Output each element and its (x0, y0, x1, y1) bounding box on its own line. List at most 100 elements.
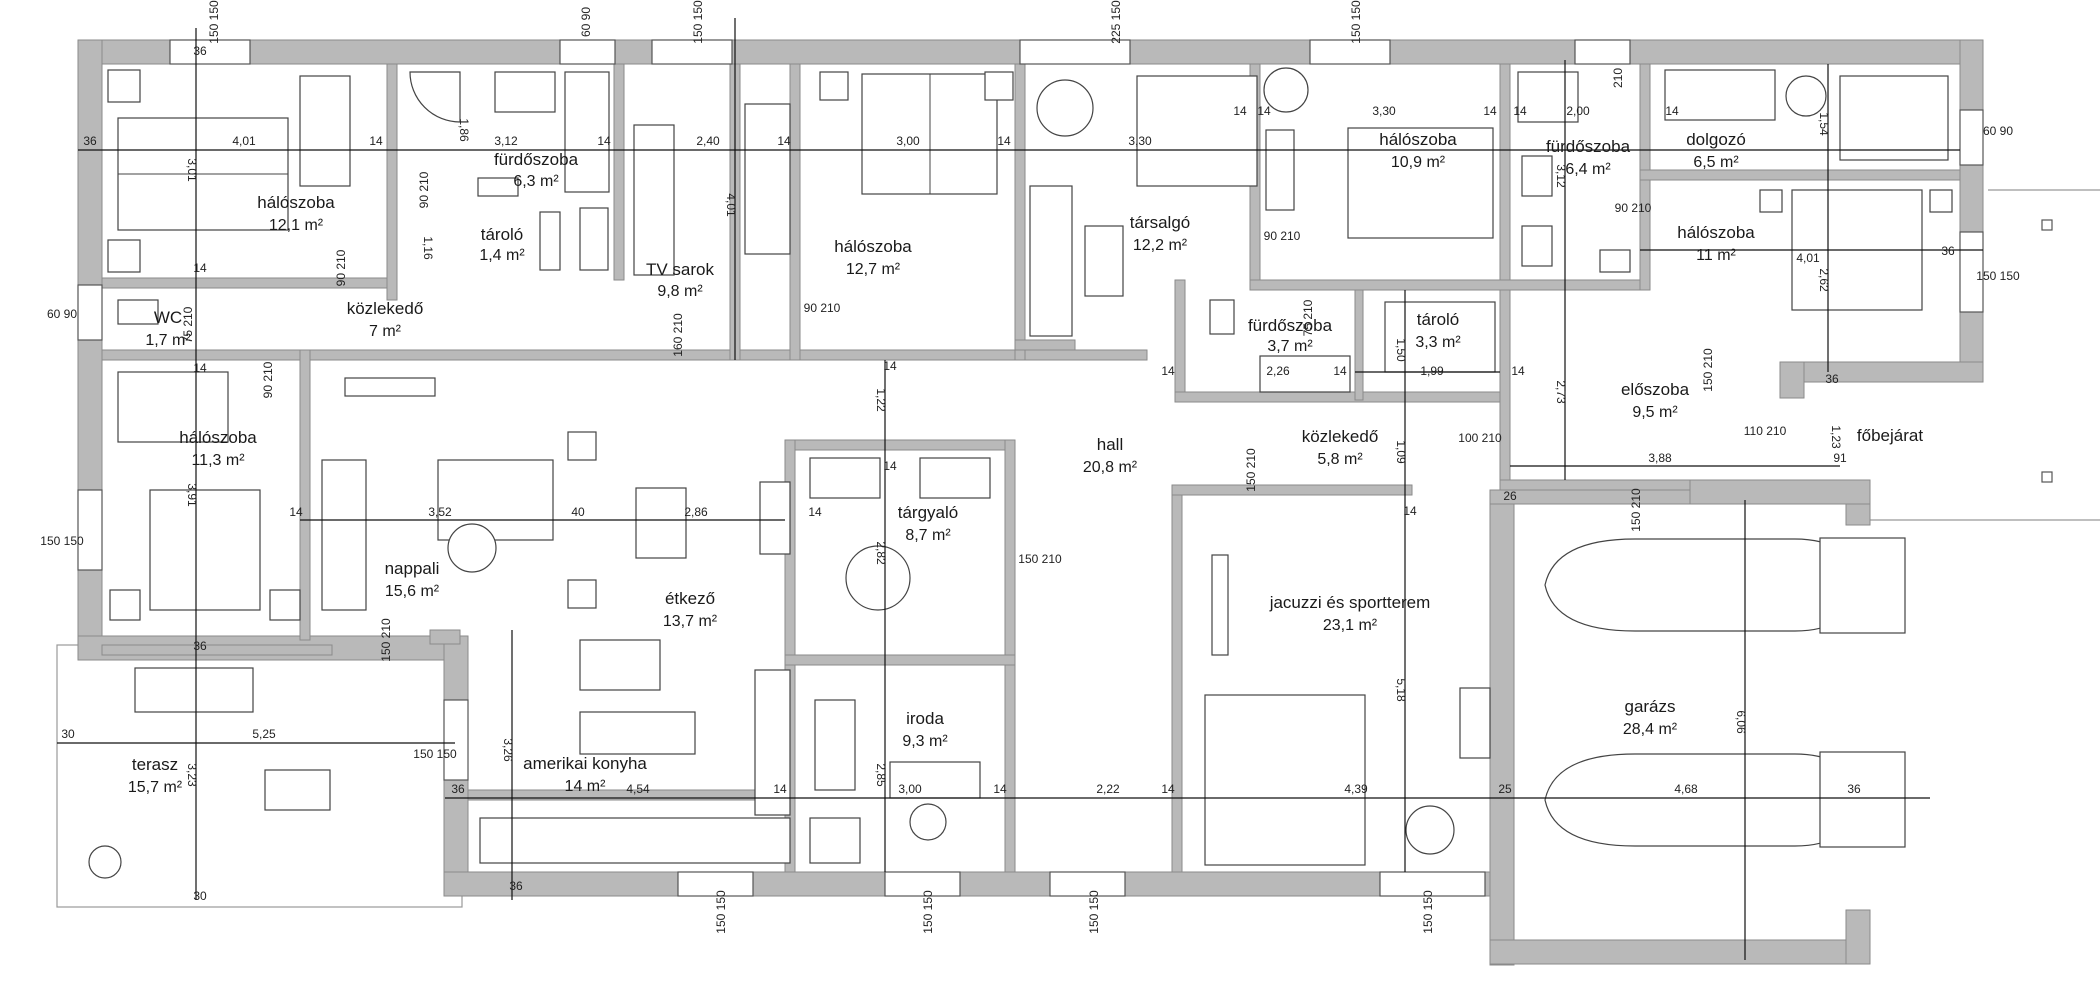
room-area: 1,7 m² (145, 332, 191, 349)
door-size: 210 (1611, 68, 1625, 88)
dimension-value: 2,26 (1266, 364, 1290, 378)
dimension-value: 3,30 (1128, 134, 1152, 148)
sink (1521, 155, 1553, 197)
dimension-value: 3,88 (1648, 451, 1672, 465)
toilet (1599, 249, 1631, 273)
door-size: 150 210 (1701, 348, 1715, 392)
door-size: 100 210 (1458, 431, 1502, 445)
nightstand (107, 239, 141, 273)
column (567, 579, 597, 609)
partition (784, 439, 1016, 451)
dimension-value: 1,22 (874, 388, 888, 412)
table (264, 769, 331, 811)
room-name: közlekedő (1302, 427, 1379, 446)
toilet (117, 299, 159, 325)
dimension-value: 30 (193, 889, 207, 903)
dimension-lines (57, 18, 1983, 960)
dimension-value: 30 (61, 727, 75, 741)
dimension-value: 3,30 (1372, 104, 1396, 118)
coffee-table (1084, 225, 1124, 297)
dimension-value: 1,50 (1394, 338, 1408, 362)
room-name: hálószoba (1677, 223, 1755, 242)
dimension-value: 1,99 (1420, 364, 1444, 378)
canopy-post (2041, 219, 2053, 231)
dimension-value: 5,25 (252, 727, 276, 741)
dimension-value: 14 (1257, 104, 1271, 118)
room-name: nappali (385, 559, 440, 578)
planter (88, 845, 122, 879)
partition (1174, 279, 1186, 401)
door-size: 90 210 (804, 301, 841, 315)
dimension-value: 40 (571, 505, 585, 519)
dimension-value: 14 (1161, 782, 1175, 796)
car (1544, 537, 1906, 634)
partition (789, 63, 801, 361)
dimension-value: 3,26 (501, 738, 515, 762)
window (884, 871, 961, 897)
window-size: 150 150 (691, 0, 705, 44)
garage-wall-south (1489, 939, 1871, 965)
partition (1174, 391, 1506, 403)
room-area: 11 m² (1696, 247, 1736, 264)
room-area: 3,3 m² (1415, 334, 1461, 351)
garage-wall (1845, 909, 1871, 965)
kitchen-island (579, 639, 661, 691)
window (169, 39, 251, 65)
room-name: fürdőszoba (1248, 316, 1333, 335)
room-name: hall (1097, 435, 1123, 454)
canopy-post (2041, 471, 2053, 483)
room-name: közlekedő (347, 299, 424, 318)
partition (1354, 289, 1364, 401)
column (567, 431, 597, 461)
door-size: 150 210 (1629, 488, 1643, 532)
dimension-value: 91 (1833, 451, 1847, 465)
dining-table (635, 487, 687, 559)
window-size: 60 90 (579, 7, 593, 37)
dimension-value: 3,01 (185, 158, 199, 182)
dimension-value: 3,23 (185, 763, 199, 787)
appliance (579, 207, 609, 271)
desk (1839, 75, 1949, 161)
dimension-value: 14 (1233, 104, 1247, 118)
door-size: 90 210 (1615, 201, 1652, 215)
garage-wall-north (1489, 489, 1691, 505)
door-size: 75 210 (181, 306, 195, 343)
dimension-value: 36 (1847, 782, 1861, 796)
dimension-value: 36 (83, 134, 97, 148)
window-size: 150 150 (714, 890, 728, 934)
dimension-value: 25 (1498, 782, 1512, 796)
double-bed (1347, 127, 1494, 239)
dimension-value: 14 (1665, 104, 1679, 118)
door-size: 90 210 (1264, 229, 1301, 243)
sofa (744, 103, 791, 255)
dimension-value: 36 (1825, 372, 1839, 386)
window-size: 150 150 (1087, 890, 1101, 934)
outer-wall (1779, 361, 1805, 399)
plant (1405, 805, 1455, 855)
car (1544, 751, 1906, 848)
outer-wall-east (1959, 39, 1984, 381)
window-size: 150 150 (1976, 269, 2020, 283)
round-table (845, 545, 911, 611)
dimension-value: 2,00 (1566, 104, 1590, 118)
cabinet (809, 457, 881, 499)
window-size: 60 90 (47, 307, 77, 321)
partition (299, 349, 311, 641)
room-area: 12,2 m² (1133, 237, 1188, 254)
partition (1499, 289, 1511, 491)
room-area: 12,7 m² (846, 261, 901, 278)
radiator (344, 377, 436, 397)
dimension-value: 14 (597, 134, 611, 148)
furniture (88, 67, 1953, 879)
door-size: 90 210 (417, 171, 431, 208)
sink (1521, 225, 1553, 267)
door-size: 150 210 (1244, 448, 1258, 492)
room-name: hálószoba (1379, 130, 1457, 149)
room-name: WC (154, 308, 182, 327)
dimension-value: 14 (808, 505, 822, 519)
room-area: 15,6 m² (385, 583, 440, 600)
room-area: 3,7 m² (1267, 338, 1313, 355)
window (1049, 871, 1126, 897)
sink (494, 71, 556, 113)
window (559, 39, 616, 65)
